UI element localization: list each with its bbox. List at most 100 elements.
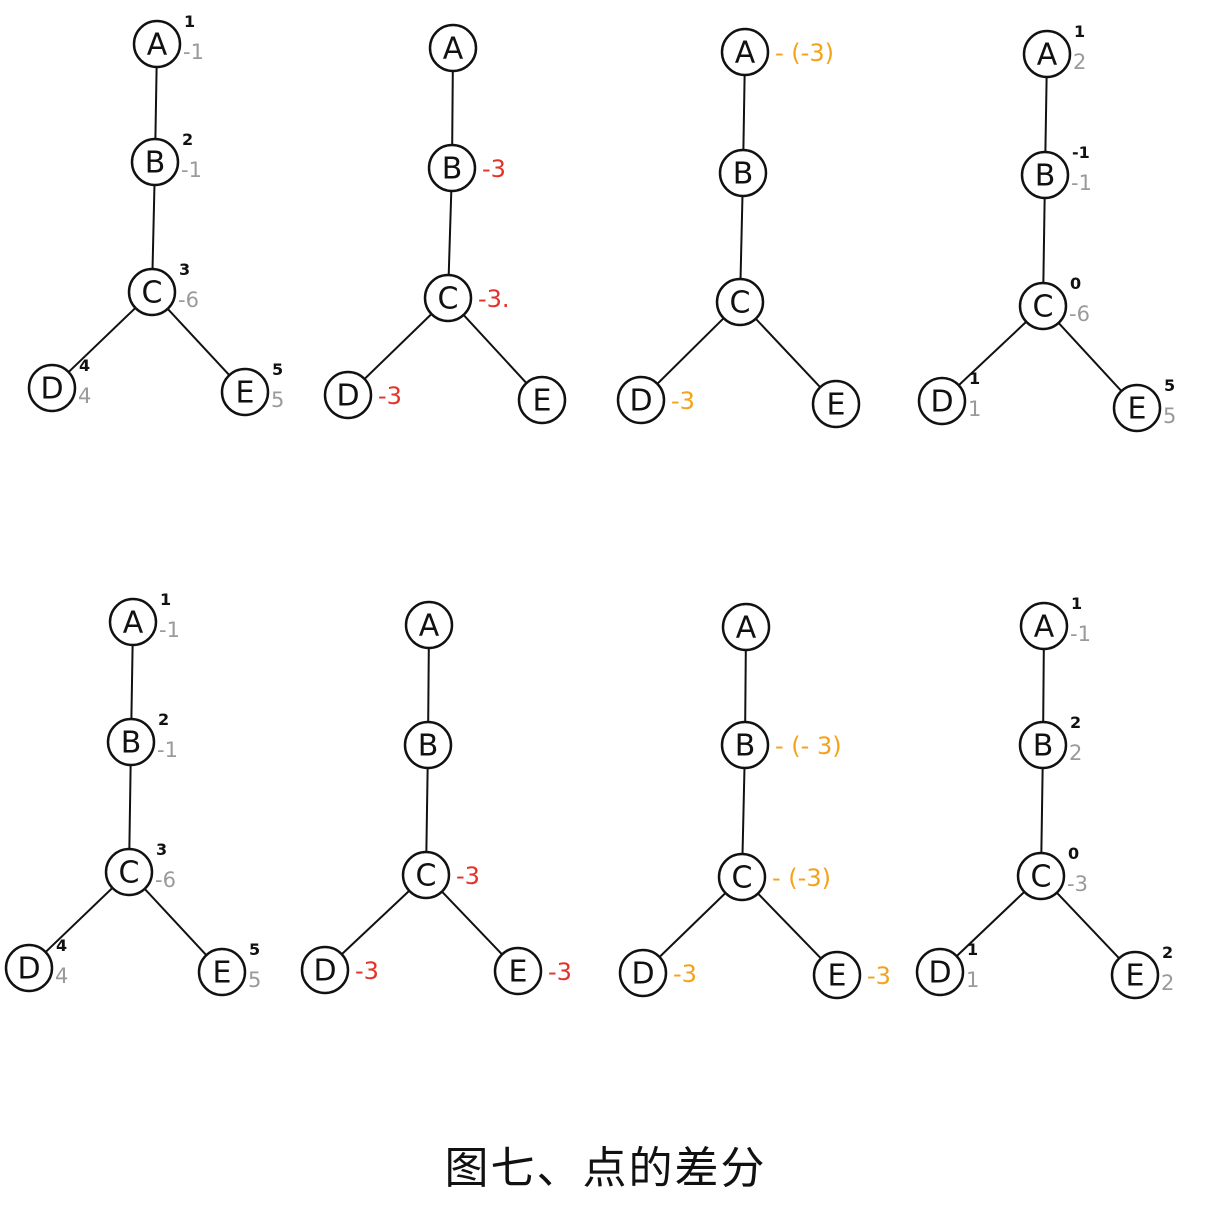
node-label: A (1037, 38, 1058, 73)
node-value-bottom: 5 (1163, 404, 1176, 428)
node-label: E (1128, 392, 1147, 427)
node-value-bottom: 5 (271, 388, 284, 412)
node-value-bottom: 2 (1161, 971, 1174, 995)
edge-c-e (757, 892, 822, 960)
node-c: C (715, 277, 765, 327)
node-circle (1018, 281, 1068, 331)
node-value-top: -1 (1072, 143, 1090, 162)
edge-c-d (955, 891, 1026, 957)
node-label: C (730, 286, 751, 321)
node-label: D (336, 379, 359, 414)
node-circle (4, 943, 54, 993)
node-b: B-1-1 (1020, 143, 1092, 200)
node-b: B- (- 3) (720, 720, 842, 770)
edge-c-e (143, 888, 208, 956)
node-label: C (119, 856, 140, 891)
node-e: E22 (1110, 943, 1174, 1000)
node-circle (403, 720, 453, 770)
node-label: B (121, 726, 142, 761)
node-d: D -3 (616, 375, 695, 425)
node-label: D (629, 384, 652, 419)
node-label: A (443, 32, 464, 67)
edge-c-d (363, 313, 433, 380)
node-value-top: 4 (79, 356, 90, 375)
node-circle (300, 945, 350, 995)
node-circle (517, 375, 567, 425)
node-label: C (732, 861, 753, 896)
node-label: A (419, 609, 440, 644)
node-delta-note: -3 (548, 958, 572, 986)
node-value-top: 5 (1164, 376, 1175, 395)
node-label: C (1031, 860, 1052, 895)
node-a: A12 (1022, 22, 1086, 79)
edge-c-e (1057, 322, 1123, 392)
edge-a-b (744, 649, 747, 723)
node-delta-note: - (- 3) (775, 732, 842, 760)
node-delta-note: -3 (456, 862, 480, 890)
node-label: A (735, 36, 756, 71)
node-delta-note: - (-3) (772, 864, 831, 892)
edge-c-e (441, 890, 503, 956)
node-value-top: 1 (967, 940, 978, 959)
node-a: A1-1 (108, 590, 180, 647)
node-value-bottom: -1 (157, 738, 178, 762)
node-circle (323, 370, 373, 420)
edge-c-e (462, 314, 528, 384)
node-circle (220, 367, 270, 417)
node-label: E (213, 956, 232, 991)
node-value-bottom: 4 (78, 384, 91, 408)
node-c: C3-6 (104, 840, 176, 897)
edge-a-b (1042, 648, 1045, 723)
node-label: B (145, 146, 166, 181)
node-circle (1019, 601, 1069, 651)
edge-a-b (154, 66, 158, 140)
node-value-top: 0 (1068, 844, 1079, 863)
node-value-top: 2 (158, 710, 169, 729)
node-circle (1110, 950, 1160, 1000)
node-circle (618, 948, 668, 998)
node-label: C (416, 859, 437, 894)
node-e: E-3 (493, 946, 572, 996)
node-d: D-3 (300, 945, 379, 995)
node-label: B (1035, 159, 1056, 194)
node-delta-note: -3 (671, 387, 695, 415)
node-circle (721, 602, 771, 652)
node-d: D11 (917, 369, 981, 426)
node-label: E (236, 376, 255, 411)
node-d: D-3 (618, 948, 697, 998)
node-a: A- (-3) (720, 27, 834, 77)
node-circle (130, 137, 180, 187)
node-label: E (533, 384, 552, 419)
node-circle (616, 375, 666, 425)
node-delta-note: -3 (378, 382, 402, 410)
node-b: B2-1 (130, 130, 202, 187)
node-c: C3-6 (127, 260, 199, 317)
node-value-bottom: 1 (966, 968, 979, 992)
node-value-top: 2 (1070, 713, 1081, 732)
node-label: E (828, 959, 847, 994)
node-label: C (142, 276, 163, 311)
edge-b-c (128, 764, 132, 850)
node-circle (404, 600, 454, 650)
node-value-bottom: 2 (1073, 50, 1086, 74)
node-b: B-3 (427, 143, 506, 193)
node-value-top: 1 (1071, 594, 1082, 613)
node-d: D44 (4, 936, 68, 993)
node-circle (811, 379, 861, 429)
edge-a-b (1044, 76, 1048, 153)
edge-c-e (755, 318, 821, 388)
edge-c-d (44, 887, 114, 953)
node-c: C0-3 (1016, 844, 1088, 901)
node-e: E-3 (812, 950, 891, 1000)
node-label: D (928, 956, 951, 991)
node-value-bottom: -1 (181, 158, 202, 182)
node-value-top: 0 (1070, 274, 1081, 293)
node-label: D (930, 385, 953, 420)
edge-b-c (1040, 767, 1044, 854)
node-label: B (442, 152, 463, 187)
